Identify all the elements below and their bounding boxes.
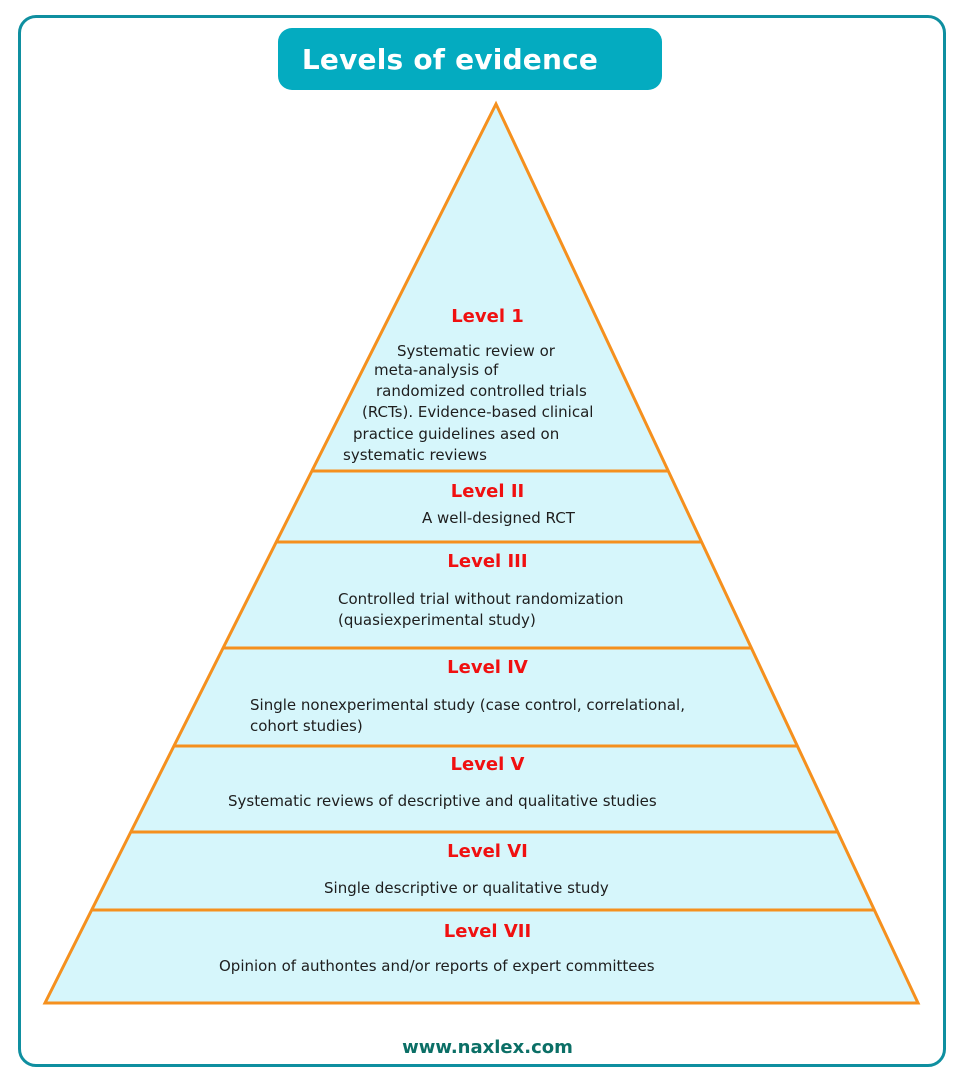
footer-url[interactable]: www.naxlex.com — [402, 1037, 573, 1058]
level-3-title: Level III — [447, 551, 528, 572]
level-1-desc-line-5: practice guidelines ased on — [353, 425, 560, 443]
level-7-tier: Level VII — [0, 921, 975, 942]
level-6-desc-line-1: Single descriptive or qualitative study — [324, 879, 609, 897]
diagram-title: Levels of evidence — [301, 42, 599, 76]
level-4-desc-line-2: cohort studies) — [250, 717, 363, 735]
level-4-title: Level IV — [447, 657, 528, 678]
level-7-desc-line-1: Opinion of authontes and/or reports of e… — [219, 957, 655, 975]
level-6-tier: Level VI — [0, 841, 975, 862]
level-1-desc-line-4: (RCTs). Evidence-based clinical — [362, 403, 594, 421]
level-1-title: Level 1 — [451, 306, 524, 327]
level-2-tier: Level II — [0, 481, 975, 502]
level-3-tier: Level III — [0, 551, 975, 572]
level-5-title: Level V — [450, 754, 525, 775]
level-5-tier: Level V — [0, 754, 975, 775]
level-4-tier: Level IV — [0, 657, 975, 678]
level-1-desc-line-3: randomized controlled trials — [376, 382, 587, 400]
level-3-desc-line-1: Controlled trial without randomization — [338, 590, 624, 608]
diagram-frame — [18, 15, 946, 1067]
level-5-desc-line-1: Systematic reviews of descriptive and qu… — [228, 792, 657, 810]
level-4-desc-line-1: Single nonexperimental study (case contr… — [250, 696, 685, 714]
level-1-desc-line-1: Systematic review or — [397, 342, 555, 360]
level-2-title: Level II — [450, 481, 525, 502]
level-2-desc-line-1: A well-designed RCT — [422, 509, 575, 527]
level-1-tier: Level 1 — [0, 306, 975, 327]
title-banner: Levels of evidence — [278, 28, 662, 90]
level-1-desc-line-2: meta-analysis of — [374, 361, 499, 379]
level-3-desc-line-2: (quasiexperimental study) — [338, 611, 536, 629]
level-6-title: Level VI — [447, 841, 528, 862]
level-7-title: Level VII — [443, 921, 532, 942]
pyramid-shape — [42, 100, 921, 1005]
level-1-desc-line-6: systematic reviews — [343, 446, 487, 464]
